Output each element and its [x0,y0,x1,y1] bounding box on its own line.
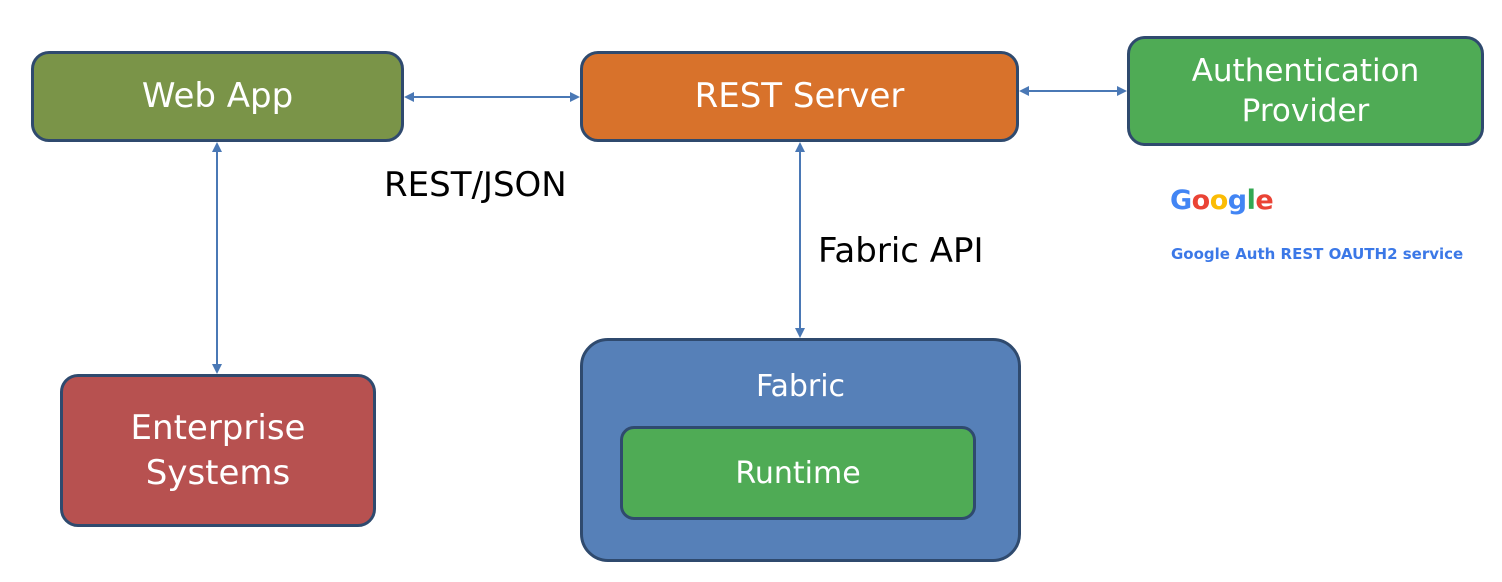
google-logo-letter: o [1191,185,1211,216]
google-auth-caption: Google Auth REST OAUTH2 service [1171,245,1464,263]
google-logo-letter: G [1170,185,1192,216]
rest-json-edge-label: REST/JSON [384,165,567,205]
web-app-node: Web App [31,51,404,142]
google-logo-letter: e [1255,185,1274,216]
runtime-node: Runtime [620,426,976,520]
enterprise-systems-label: Enterprise Systems [131,406,306,494]
fabric-container-node: Fabric Runtime [580,338,1021,562]
auth-label-line2: Provider [1241,93,1370,129]
fabric-label: Fabric [755,369,846,404]
runtime-label: Runtime [735,455,861,491]
google-logo: Google [1170,185,1274,216]
authentication-provider-node: Authentication Provider [1127,36,1484,146]
authentication-provider-label: Authentication Provider [1192,51,1420,132]
enterprise-label-line2: Systems [145,452,291,493]
google-logo-letter: l [1246,185,1256,216]
google-logo-letter: o [1209,185,1229,216]
google-logo-letter: g [1227,185,1247,216]
web-app-label: Web App [141,76,294,117]
enterprise-label-line1: Enterprise [130,408,306,449]
enterprise-systems-node: Enterprise Systems [60,374,376,527]
rest-server-node: REST Server [580,51,1019,142]
fabric-api-edge-label: Fabric API [818,231,984,271]
rest-server-label: REST Server [694,76,905,117]
auth-label-line1: Authentication [1191,52,1420,89]
